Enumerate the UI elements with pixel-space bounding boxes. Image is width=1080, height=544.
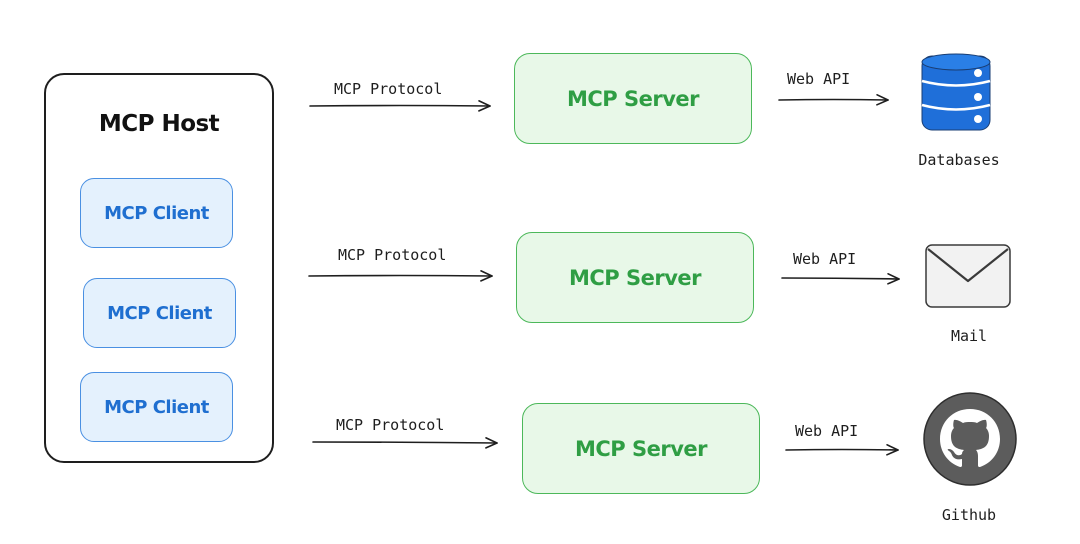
- web-api-label-3: Web API: [795, 422, 859, 440]
- protocol-arrow-2: [308, 270, 493, 282]
- databases-label: Databases: [918, 151, 1000, 169]
- github-icon: [922, 391, 1018, 487]
- protocol-label-3: MCP Protocol: [336, 416, 445, 434]
- protocol-arrow-3: [312, 437, 498, 449]
- mcp-client-2: MCP Client: [83, 278, 236, 348]
- mail-icon: [924, 243, 1012, 309]
- protocol-arrow-1: [309, 100, 491, 112]
- protocol-label-2: MCP Protocol: [338, 246, 447, 264]
- mcp-server-2: MCP Server: [516, 232, 754, 323]
- mcp-server-3: MCP Server: [522, 403, 760, 494]
- api-arrow-1: [778, 94, 889, 106]
- mcp-client-3: MCP Client: [80, 372, 233, 442]
- github-label: Github: [941, 506, 997, 524]
- protocol-label-1: MCP Protocol: [334, 80, 443, 98]
- web-api-label-1: Web API: [787, 70, 851, 88]
- mcp-host-title: MCP Host: [98, 111, 220, 137]
- web-api-label-2: Web API: [793, 250, 857, 268]
- mcp-client-1: MCP Client: [80, 178, 233, 248]
- api-arrow-2: [781, 273, 900, 285]
- mail-label: Mail: [950, 327, 988, 345]
- database-icon: [920, 52, 992, 134]
- api-arrow-3: [785, 444, 899, 456]
- mcp-server-1: MCP Server: [514, 53, 752, 144]
